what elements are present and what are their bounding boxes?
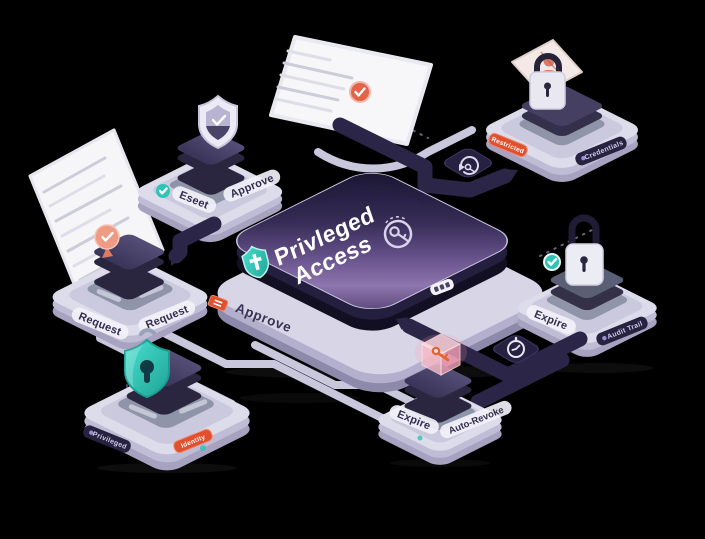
teal-shield-icon	[124, 328, 170, 399]
connectors-dark-top	[332, 117, 518, 198]
battery-indicator-icon	[430, 278, 454, 296]
stopwatch-icon	[493, 335, 539, 363]
approved-check-circle-icon	[349, 81, 371, 103]
approval-document-card	[269, 35, 433, 146]
node-audit: Expire Audit Trail	[517, 214, 657, 357]
node-reset: Eseet Approve	[137, 94, 283, 243]
approve-badge-icon	[207, 294, 229, 312]
node-credentials: Restricted Credentials	[486, 39, 638, 182]
check-circle-icon	[156, 184, 170, 198]
key-rotation-icon	[444, 148, 492, 178]
pin-check-icon	[94, 224, 120, 258]
padlock-check-icon	[543, 214, 604, 286]
node-identity: Privileged Identity	[83, 328, 250, 471]
key-cube-icon	[415, 333, 467, 376]
connector-dark-reset-request	[168, 216, 222, 266]
node-autorevoke: Expire Auto-Revoke	[378, 333, 512, 465]
shield-check-icon	[198, 94, 238, 150]
central-platform: Privleged Access Approve	[207, 173, 543, 393]
node-request: Request Request	[52, 224, 208, 350]
padlock-icon	[529, 53, 566, 110]
key-search-icon	[383, 216, 413, 249]
shield-cross-icon	[241, 245, 270, 279]
